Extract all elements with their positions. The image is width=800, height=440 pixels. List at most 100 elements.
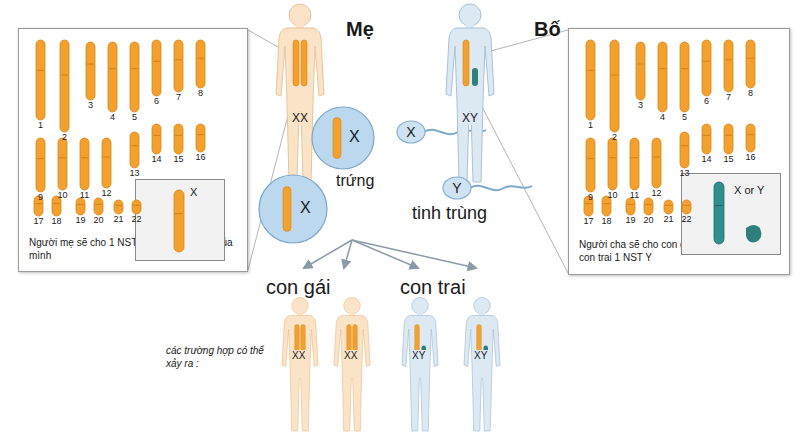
centromere: [175, 135, 182, 136]
body: [334, 316, 370, 432]
body: [464, 316, 500, 432]
chromosome: [130, 132, 139, 168]
genotype-label: XX: [291, 350, 306, 361]
centromere: [681, 145, 688, 146]
centromere: [109, 68, 116, 69]
chromosome: [746, 124, 755, 152]
chromosome-number: 1: [580, 121, 601, 131]
chromosome-number: 13: [124, 169, 145, 179]
head: [412, 298, 429, 315]
chromosome: [196, 40, 205, 88]
centromere: [37, 70, 44, 71]
centromere: [587, 70, 594, 71]
chromosome: [114, 200, 123, 214]
chromosome-number: 5: [674, 113, 695, 123]
x-chromosome: [283, 187, 291, 232]
chromosome-number: 11: [624, 191, 645, 201]
chromosome-number: 4: [102, 113, 123, 123]
chromosome-number: 20: [88, 216, 109, 226]
male-figure: [464, 298, 500, 432]
y-chromosome: [746, 225, 761, 242]
chromosome-letter: X: [349, 128, 360, 146]
sex-chromosome-inset: X: [135, 179, 225, 261]
centromere: [631, 157, 638, 158]
centromere: [609, 157, 616, 158]
chromosome-number: 10: [52, 191, 73, 201]
chromosome: [196, 124, 205, 152]
chromosome-letter: X: [300, 199, 311, 217]
male-figure: [402, 298, 438, 432]
centromere: [53, 203, 60, 204]
chromosome-number: 10: [602, 191, 623, 201]
centromere: [197, 134, 204, 135]
centromere: [153, 135, 160, 136]
chromosome-number: 22: [126, 215, 147, 225]
chromosome-number: 14: [146, 155, 167, 165]
karyotype-panel: Người mẹ sẽ cho 1 NST X cho người con củ…: [18, 28, 248, 272]
genotype-label: XX: [343, 350, 358, 361]
head: [292, 298, 309, 315]
chromosome: [174, 124, 183, 154]
chromosome: [682, 200, 691, 214]
centromere: [35, 203, 42, 204]
centromere: [115, 205, 122, 206]
chromosome-number: 9: [30, 193, 51, 203]
female-figure: [282, 298, 318, 432]
centromere: [703, 135, 710, 136]
chromosome-number: 21: [108, 215, 129, 225]
chromosome: [610, 40, 619, 132]
chromosome-number: 4: [652, 113, 673, 123]
child-label: con gái: [266, 276, 331, 298]
head: [344, 298, 361, 315]
chromosome: [174, 190, 184, 252]
centromere: [747, 134, 754, 135]
chromosome: [108, 42, 117, 112]
centromere: [103, 156, 110, 157]
chromosome-number: 17: [28, 217, 49, 227]
chromosome-number: 8: [190, 89, 211, 99]
chromosome-number: 22: [676, 215, 697, 225]
chromosome: [60, 40, 69, 132]
body: [446, 28, 494, 182]
chromosome-number: 19: [620, 216, 641, 226]
centromere: [131, 68, 138, 69]
centromere: [653, 156, 660, 157]
centromere: [659, 68, 666, 69]
genotype-label: XY: [473, 350, 488, 361]
chromosome: [36, 40, 45, 120]
chromosome: [152, 124, 161, 154]
x-chromosome: [333, 118, 341, 159]
egg-cell: X: [258, 174, 328, 244]
cell-outline: [258, 174, 328, 244]
cell-label: trứng: [336, 172, 374, 190]
centromere: [37, 158, 44, 159]
chromosome: [36, 138, 45, 192]
centromere: [665, 205, 672, 206]
chromosome-number: 12: [646, 189, 667, 199]
genotype-label: XY: [461, 112, 479, 125]
chromosome: [680, 42, 689, 112]
body: [282, 316, 318, 432]
note: các trường hợp có thể xảy ra :: [166, 344, 276, 370]
chromosome-number: 2: [54, 133, 75, 143]
centromere: [153, 61, 160, 62]
chromosome: [80, 138, 89, 190]
chromosome-number: 13: [674, 169, 695, 179]
chromosome-number: 16: [190, 153, 211, 163]
centromere: [87, 63, 94, 64]
chromosome: [86, 42, 95, 100]
centromere: [61, 74, 68, 75]
inset-label: X or Y: [734, 184, 764, 196]
centromere: [725, 135, 732, 136]
chromosome: [644, 198, 653, 215]
centromere: [587, 158, 594, 159]
chromosome-number: 3: [80, 101, 101, 111]
chromosome-number: 18: [596, 217, 617, 227]
chromosome-number: 15: [718, 155, 739, 165]
chromosome-letter: Y: [442, 180, 472, 196]
centromere: [175, 59, 182, 60]
chromosome: [702, 40, 711, 96]
genotype-label: XX: [291, 112, 309, 125]
chromosome-number: 2: [604, 133, 625, 143]
chromosome: [132, 200, 141, 214]
